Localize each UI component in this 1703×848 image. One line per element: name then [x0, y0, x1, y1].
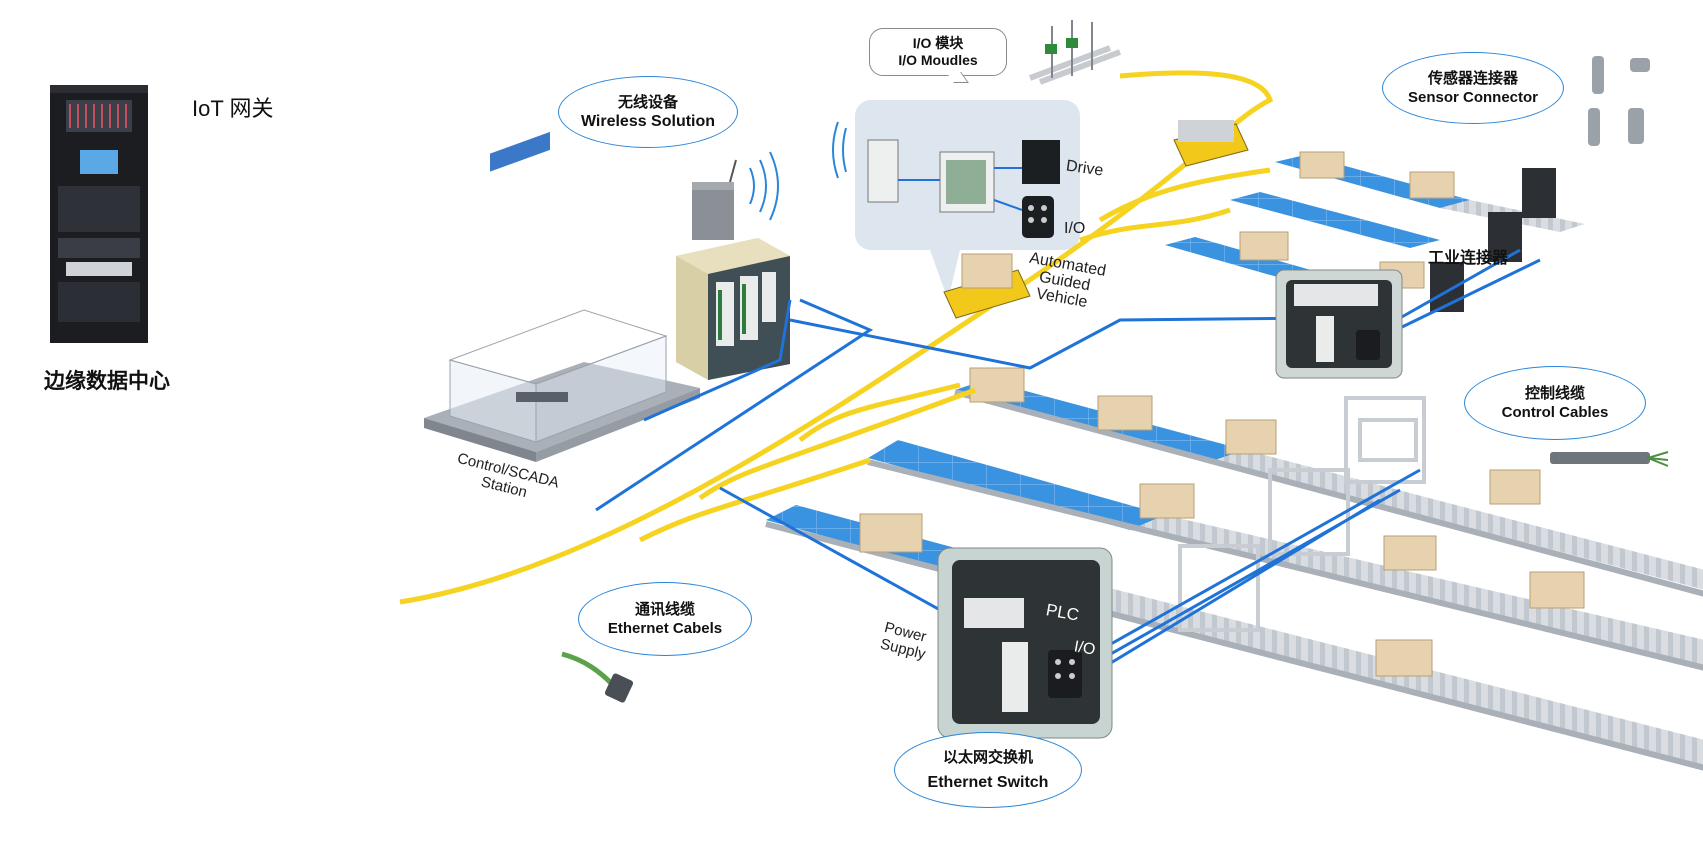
io-bottom-label: I/O	[1072, 638, 1097, 659]
sensor-connector-devices	[1588, 56, 1650, 146]
edge-datacenter-rack	[50, 85, 148, 343]
io-module-en: I/O Moudles	[898, 52, 978, 68]
scada-control-room	[424, 131, 700, 462]
ethernet-cables-zh: 通讯线缆	[634, 601, 695, 618]
sensor-connector-zh: 传感器连接器	[1427, 70, 1518, 87]
industrial-connector-label: 工业连接器	[1428, 250, 1509, 267]
ethernet-cables-en: Ethernet Cabels	[607, 620, 723, 637]
network-panel	[832, 100, 1080, 300]
agv-vehicles	[943, 120, 1249, 319]
io-module-zh: I/O 模块	[912, 35, 964, 51]
plc-cabinet	[937, 547, 1113, 739]
control-cabinet-top	[1275, 269, 1403, 379]
agv-track	[399, 70, 1274, 605]
control-cables-callout: 控制线缆 Control Cables	[1464, 366, 1646, 440]
io-top-label: I/O	[1064, 220, 1086, 237]
edge-datacenter-title: 边缘数据中心	[44, 370, 170, 393]
sensor-connector-callout: 传感器连接器 Sensor Connector	[1382, 52, 1564, 124]
ethernet-switch-callout: 以太网交换机 Ethernet Switch	[894, 732, 1082, 808]
wireless-solution-callout: 无线设备 Wireless Solution	[558, 76, 738, 148]
ethernet-switch-en: Ethernet Switch	[927, 774, 1049, 791]
wireless-solution-en: Wireless Solution	[580, 113, 716, 130]
ethernet-switch-zh: 以太网交换机	[942, 749, 1033, 766]
wireless-solution-zh: 无线设备	[617, 94, 678, 111]
io-module-devices	[1028, 20, 1122, 85]
sensor-connector-en: Sensor Connector	[1407, 89, 1539, 106]
control-cable-device	[1550, 451, 1669, 467]
gateway-cabinet	[676, 151, 790, 380]
io-module-callout: I/O 模块 I/O Moudles	[869, 28, 1007, 76]
ethernet-cables-callout: 通讯线缆 Ethernet Cabels	[578, 582, 752, 656]
rj45-cable	[561, 651, 634, 703]
control-cables-zh: 控制线缆	[1524, 385, 1585, 402]
control-cables-en: Control Cables	[1501, 404, 1609, 421]
iot-gateway-label: IoT 网关	[192, 96, 274, 121]
